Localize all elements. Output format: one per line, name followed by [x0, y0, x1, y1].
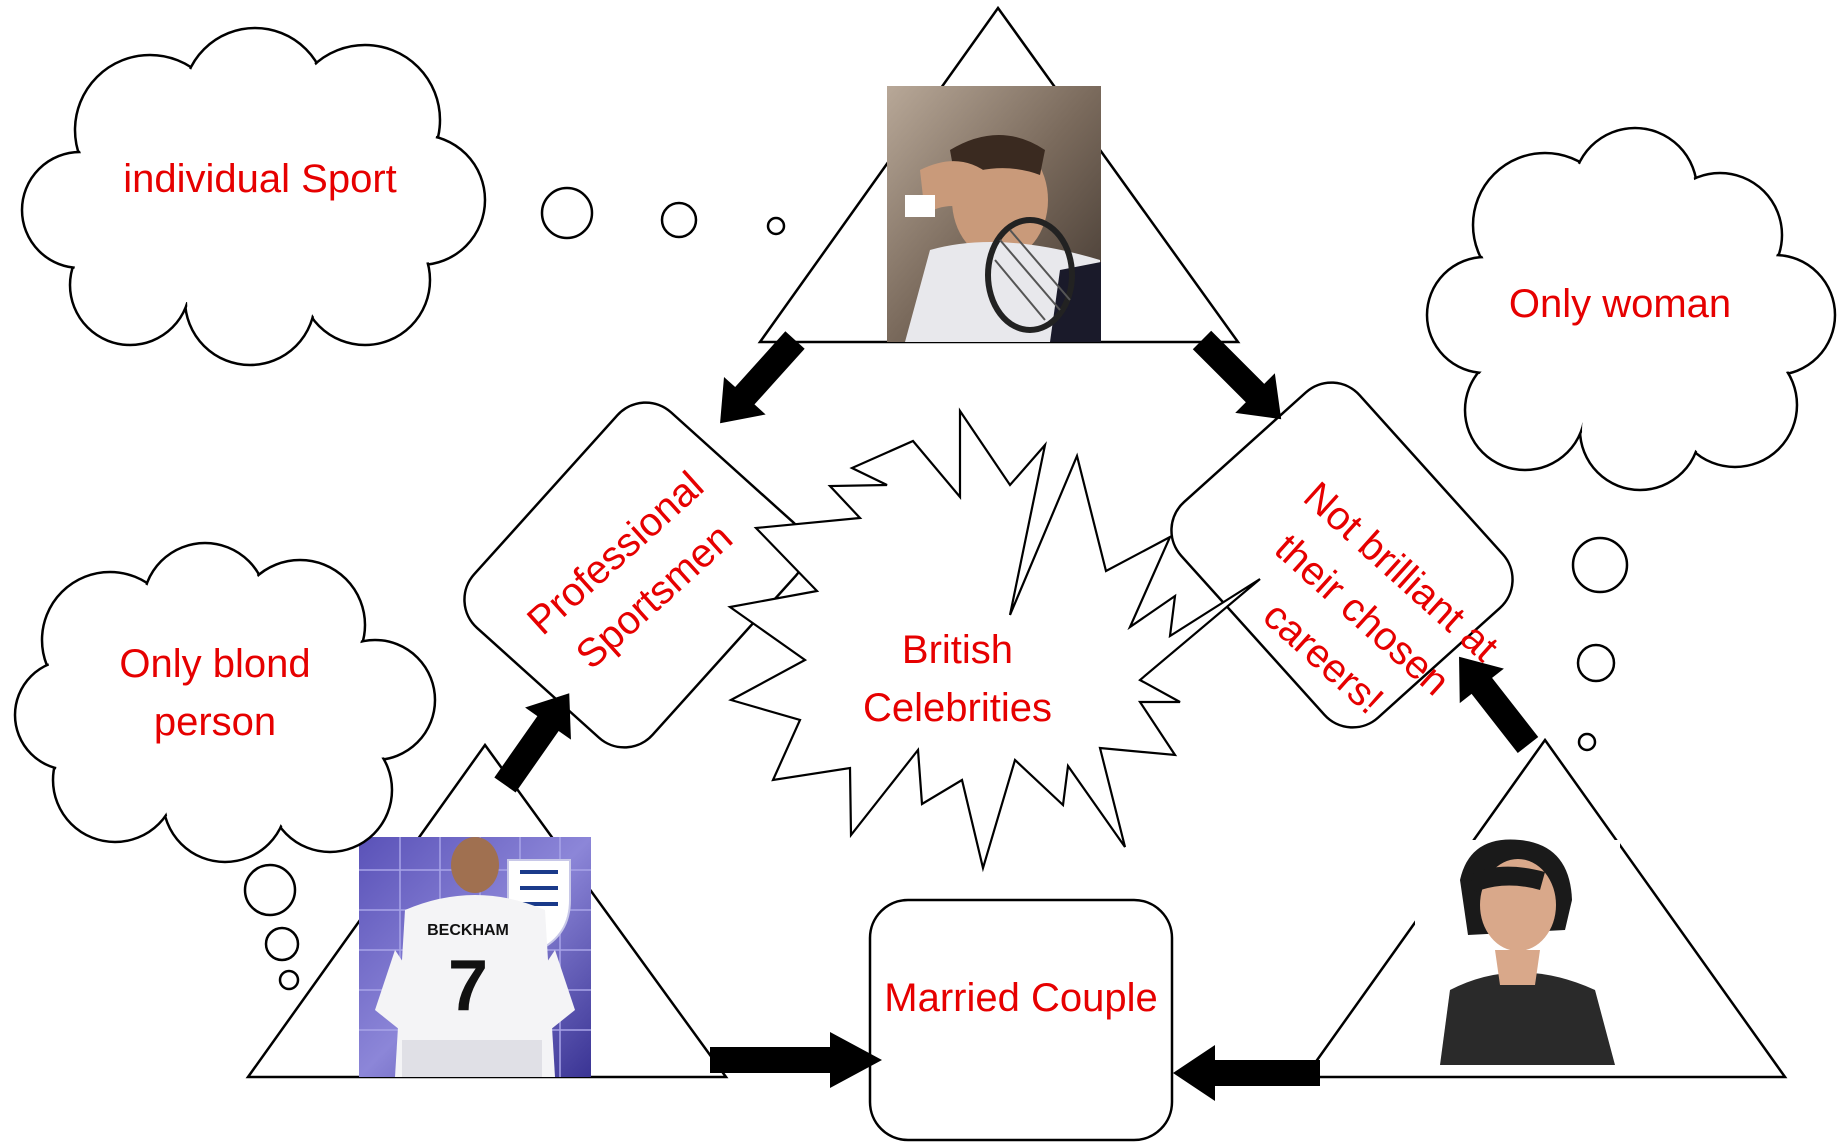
label-married-couple: Married Couple	[884, 976, 1158, 1020]
professional-sportsmen-box	[463, 401, 807, 749]
svg-text:BECKHAM: BECKHAM	[427, 922, 509, 939]
tennis-player-photo	[887, 86, 1101, 342]
arrow-beckham-to-married	[710, 1032, 882, 1088]
married-couple-box	[868, 898, 1174, 1142]
cloud-only-woman	[1425, 126, 1837, 492]
arrow-top-to-sportsmen	[720, 331, 805, 424]
starburst-shape	[727, 407, 1261, 873]
cloud-individual-sport	[20, 26, 487, 367]
cloud-only-blond	[13, 541, 437, 864]
arrow-victoria-to-not-brilliant	[1459, 656, 1539, 754]
label-individual-sport: individual Sport	[123, 157, 397, 201]
arrow-beckham-to-sportsmen	[494, 693, 571, 793]
label-only-woman: Only woman	[1508, 282, 1732, 326]
arrow-top-to-not-brilliant	[1192, 330, 1282, 420]
label-british-celebrities: British Celebrities	[863, 628, 1052, 730]
arrows	[494, 330, 1539, 1101]
beckham-photo: 7 BECKHAM	[359, 837, 591, 1077]
thought-bubbles	[243, 186, 1629, 991]
label-only-blond-person: Only blond person	[119, 642, 311, 744]
svg-text:7: 7	[448, 946, 488, 1026]
not-brilliant-box	[1170, 381, 1514, 729]
arrow-victoria-to-married	[1173, 1045, 1320, 1101]
victoria-photo	[1415, 839, 1620, 1065]
